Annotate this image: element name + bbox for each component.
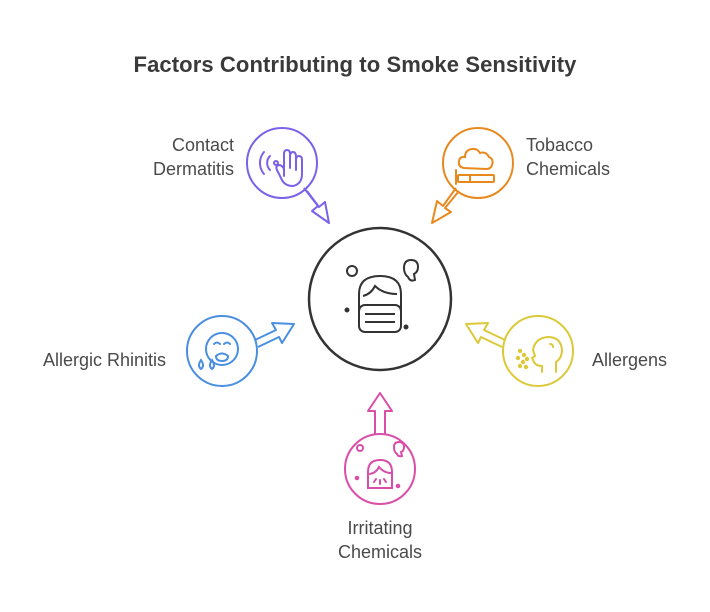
diagram-title: Factors Contributing to Smoke Sensitivit… xyxy=(133,52,577,77)
label-allergic-rhinitis: Allergic Rhinitis xyxy=(42,350,166,370)
label-tobacco-chemicals: Tobacco Chemicals xyxy=(526,135,611,179)
factor-node-allergic-rhinitis xyxy=(186,315,295,387)
factor-node-irritating-chemicals xyxy=(344,392,416,505)
raised-hand-icon xyxy=(259,148,303,188)
label-contact-dermatitis: Contact Dermatitis xyxy=(152,135,234,179)
factor-node-tobacco-chemicals xyxy=(431,127,514,224)
center-node xyxy=(307,226,453,372)
masked-face-icon xyxy=(344,258,420,333)
sneezing-head-icon xyxy=(515,335,564,373)
label-irritating-chemicals: Irritating Chemicals xyxy=(337,518,423,562)
cigarette-smoke-icon xyxy=(455,147,495,185)
factor-node-contact-dermatitis xyxy=(246,127,330,224)
crying-face-icon xyxy=(198,332,239,371)
label-allergens: Allergens xyxy=(592,350,668,370)
factor-node-allergens xyxy=(465,315,574,387)
sick-face-icon xyxy=(354,440,406,489)
